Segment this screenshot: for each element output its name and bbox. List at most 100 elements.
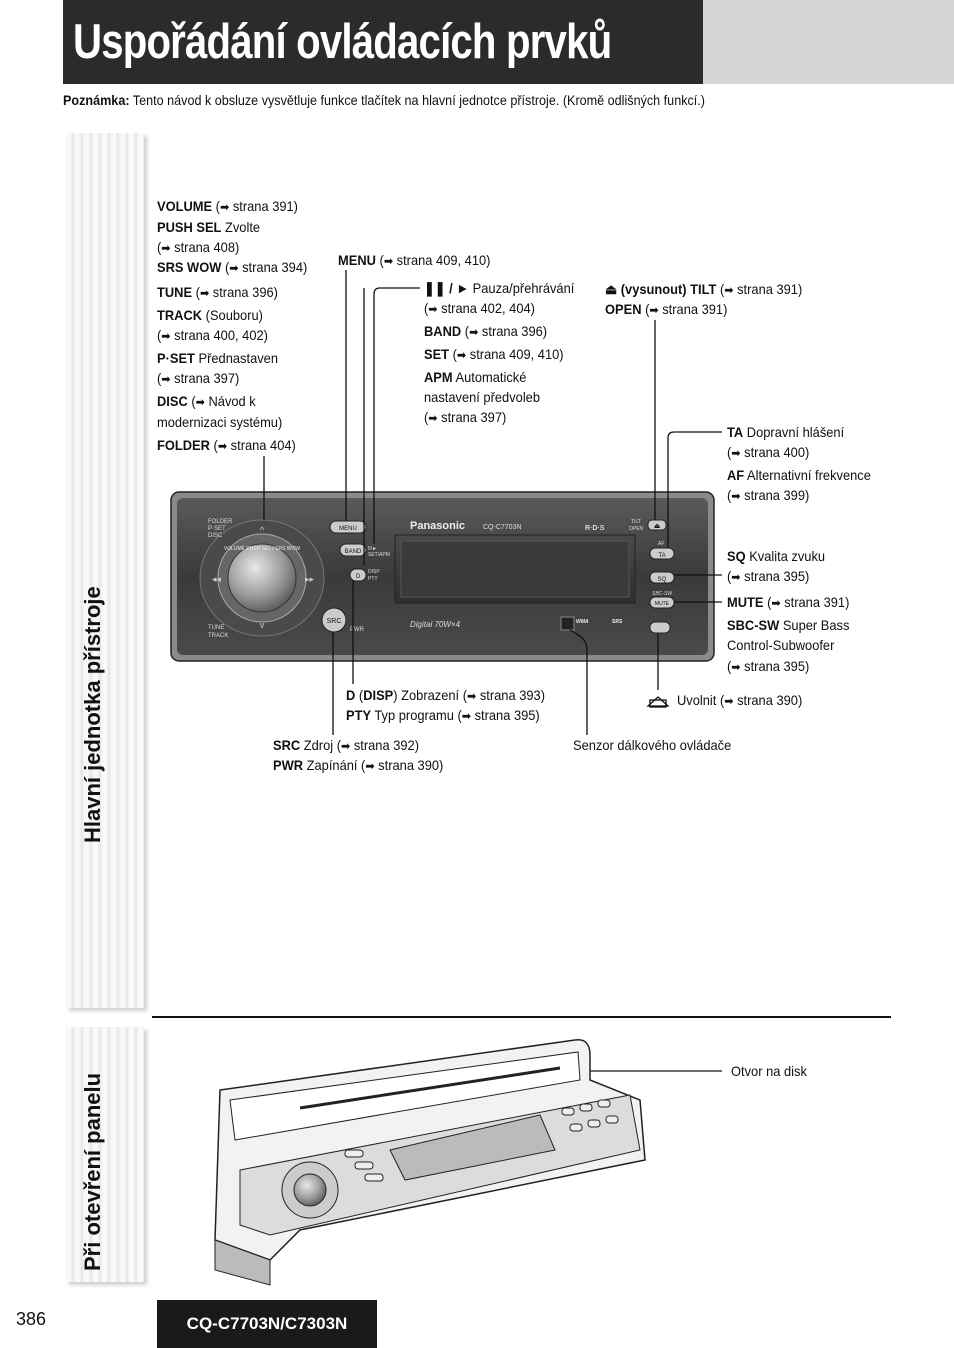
arrow-icon: ➡ [731, 570, 741, 584]
faceplate: Panasonic CQ-C7703N R·D·S Digital 70W×4 … [170, 491, 715, 662]
label-disc-cont: modernizaci systému) [157, 414, 283, 430]
menu-button[interactable] [329, 520, 367, 534]
label-track-ref: (➡ strana 400, 402) [157, 327, 268, 343]
label-release: Uvolnit (➡ strana 390) [677, 692, 803, 708]
label-sq-ref: (➡ strana 395) [727, 568, 810, 584]
arrow-icon: ➡ [731, 446, 741, 460]
pause-play-icon: II/► [368, 546, 377, 552]
device-txt-disc: DISC [208, 533, 223, 539]
label-sensor: Senzor dálkového ovládače [573, 737, 732, 753]
label-apm-ref: (➡ strana 397) [424, 409, 507, 425]
brand-logo: Panasonic [410, 520, 465, 532]
arrow-icon: ➡ [161, 241, 171, 255]
arrow-icon: ➡ [217, 439, 228, 453]
prev-icon: ◂◂ [212, 574, 222, 584]
band-button[interactable] [339, 543, 367, 557]
arrow-icon: ➡ [461, 709, 471, 723]
label-pwr: PWR Zapínání (➡ strana 390) [273, 757, 444, 773]
wma-logo: WMA [576, 619, 589, 625]
label-pause-play: ❚❚ / ► Pauza/přehrávání [424, 280, 575, 296]
label-menu: MENU (➡ strana 409, 410) [338, 252, 491, 268]
note-text: Tento návod k obsluze vysvětluje funkce … [129, 92, 705, 108]
leader-lines [263, 270, 722, 1072]
src-button-label: SRC [327, 618, 342, 625]
label-sbc-sw-cont: Control-Subwoofer [727, 637, 835, 653]
arrow-icon: ➡ [469, 325, 479, 339]
label-pty: PTY Typ programu (➡ strana 395) [346, 707, 540, 723]
device-txt-pset: P·SET [208, 526, 226, 532]
label-sbc-sw: SBC-SW Super Bass [727, 617, 850, 633]
page-number: 386 [16, 1309, 47, 1329]
device-txt-pwr: PWR [350, 627, 365, 633]
label-set: SET (➡ strana 409, 410) [424, 346, 564, 362]
arrow-icon: ➡ [199, 286, 210, 300]
sq-button[interactable] [649, 571, 675, 584]
note-label: Poznámka: [63, 92, 130, 108]
src-button[interactable] [321, 607, 347, 633]
label-sq: SQ Kvalita zvuku [727, 548, 826, 564]
label-af-ref: (➡ strana 399) [727, 487, 810, 503]
device-txt-tune: TUNE [208, 625, 224, 631]
release-button[interactable] [649, 621, 671, 634]
device-model: CQ-C7703N [483, 524, 522, 531]
note: Poznámka: Tento návod k obsluze vysvětlu… [63, 92, 705, 108]
title-bar-accent [703, 0, 954, 84]
label-ta: TA Dopravní hlášení [727, 424, 845, 440]
mute-button-label: MUTE [655, 601, 670, 607]
device-txt-folder: FOLDER [208, 519, 233, 525]
arrow-icon: ➡ [649, 303, 659, 317]
band-button-label: BAND [345, 549, 362, 555]
title-bar: Uspořádání ovládacích prvků [63, 0, 703, 84]
sq-button-label: SQ [658, 577, 667, 583]
arrow-icon: ➡ [365, 759, 375, 773]
label-srs-wow: SRS WOW (➡ strana 394) [157, 259, 308, 275]
arrow-icon: ➡ [724, 283, 734, 297]
remote-sensor [560, 616, 575, 631]
model-footer: CQ-C7703N/C7303N [157, 1300, 377, 1348]
label-disc: DISC (➡ Návod k [157, 393, 256, 409]
volume-knob[interactable] [227, 543, 297, 613]
arrow-icon: ➡ [771, 596, 781, 610]
ta-button[interactable] [649, 547, 675, 560]
label-tilt: ⏏ (vysunout) TILT (➡ strana 391) [605, 281, 803, 297]
label-disp: D (DISP) Zobrazení (➡ strana 393) [346, 687, 545, 703]
arrow-icon: ➡ [428, 302, 438, 316]
arrow-icon: ➡ [466, 689, 477, 703]
arrow-icon: ➡ [340, 739, 351, 753]
arrow-icon: ➡ [731, 489, 741, 503]
section-tab-main-unit: Hlavní jednotka přístroje [66, 133, 144, 1008]
eject-button[interactable] [647, 519, 667, 531]
arrow-icon: ➡ [428, 411, 438, 425]
arrow-icon: ➡ [219, 200, 230, 214]
device-txt-open: OPEN [629, 526, 644, 532]
label-apm-cont: nastavení předvoleb [424, 389, 541, 405]
label-push-sel-ref: (➡ strana 408) [157, 239, 240, 255]
label-folder: FOLDER (➡ strana 404) [157, 437, 296, 453]
arrow-icon: ➡ [456, 348, 467, 362]
label-af: AF Alternativní frekvence [727, 467, 871, 483]
label-sbc-sw-ref: (➡ strana 395) [727, 658, 810, 674]
device-txt-af: AF [658, 541, 664, 547]
arrow-icon: ➡ [724, 694, 734, 708]
device-txt-tilt: TILT [631, 519, 641, 525]
section-divider [152, 1016, 891, 1018]
label-mute: MUTE (➡ strana 391) [727, 594, 850, 610]
device-txt-set-apm: SET/APM [368, 552, 390, 558]
srs-logo: SRS [612, 619, 623, 625]
release-icon [646, 696, 670, 708]
label-volume: VOLUME (➡ strana 391) [157, 198, 298, 214]
arrow-icon: ➡ [229, 261, 239, 275]
label-tune: TUNE (➡ strana 396) [157, 284, 278, 300]
arrow-icon: ➡ [731, 660, 741, 674]
next-icon: ▸▸ [305, 574, 315, 584]
device-txt-sbc-sw: SBC-SW [652, 591, 673, 597]
label-pset-ref: (➡ strana 397) [157, 370, 240, 386]
arrow-icon: ➡ [161, 372, 171, 386]
digital-logo: Digital 70W×4 [410, 620, 461, 629]
label-open: OPEN (➡ strana 391) [605, 301, 728, 317]
disp-button[interactable] [349, 568, 367, 582]
open-panel-drawing [214, 1039, 646, 1286]
label-push-sel: PUSH SEL Zvolte [157, 219, 261, 235]
arrow-icon: ➡ [195, 395, 205, 409]
